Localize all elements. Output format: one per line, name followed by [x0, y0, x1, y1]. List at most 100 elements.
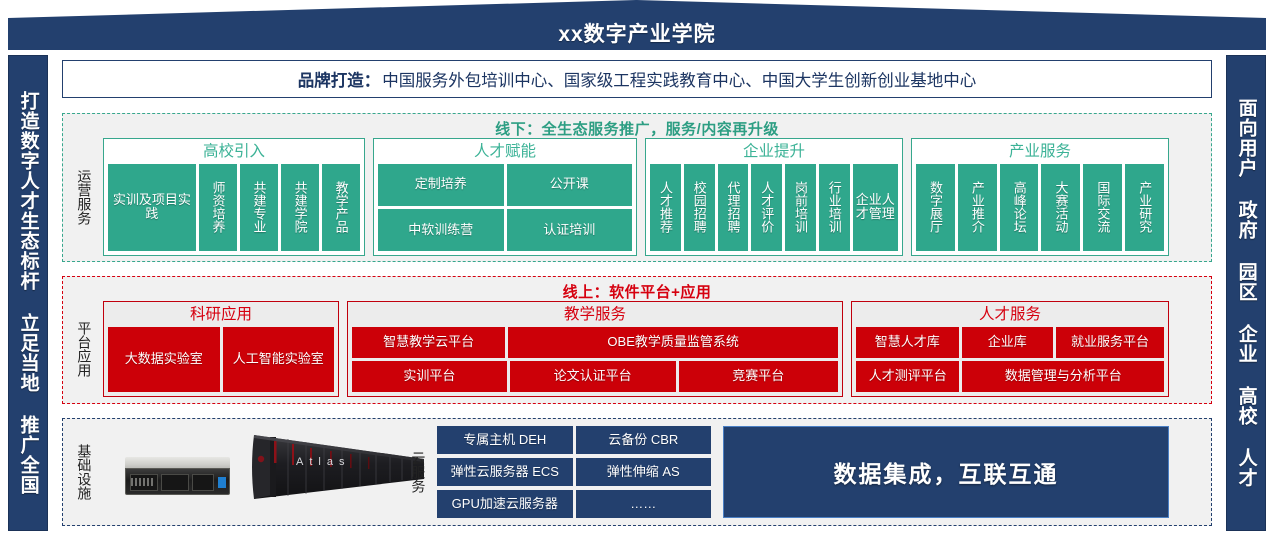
chip-lunwen-renzheng-pingtai[interactable]: 论文认证平台: [509, 360, 676, 392]
right-pillar: 面向用户 政府 园区 企业 高校 人才: [1226, 55, 1266, 531]
chip-gangqian-peixun[interactable]: 岗前培训: [785, 163, 816, 251]
panel-body: 实训及项目实践 师资培养 共建专业 共建学院 教学产品: [104, 163, 364, 256]
roof-header: xx数字产业学院: [8, 0, 1266, 50]
chip-qiyeku[interactable]: 企业库: [961, 326, 1054, 358]
chip-jingsai-pingtai[interactable]: 竞赛平台: [678, 360, 838, 392]
chip-row: 定制培养 公开课: [378, 163, 632, 206]
cloud-row: 弹性云服务器 ECS 弹性伸缩 AS: [437, 458, 711, 486]
chip-jiaoxue-chanpin[interactable]: 教学产品: [321, 163, 360, 251]
chip-xiaoyuan-zhaopin[interactable]: 校园招聘: [683, 163, 715, 251]
brand-banner: 品牌打造： 中国服务外包培训中心、国家级工程实践教育中心、中国大学生创新创业基地…: [62, 60, 1212, 98]
chip-daili-zhaopin[interactable]: 代理招聘: [717, 163, 749, 251]
vendor-logo-icon: [131, 478, 153, 486]
online-title: 线上：软件平台+应用: [562, 284, 712, 301]
chip-row: 智慧教学云平台 OBE教学质量监管系统: [352, 326, 838, 358]
chip-dashuju-shiyanshi[interactable]: 大数据实验室: [108, 326, 220, 392]
offline-band: 线下：全生态服务推广，服务/内容再升级 运营服务 高校引入 实训及项目实践 师资…: [62, 113, 1212, 262]
panel-title: 人才服务: [978, 306, 1041, 323]
panel-title: 产业服务: [1008, 143, 1071, 160]
online-band: 线上：软件平台+应用 平台应用 科研应用 大数据实验室 人工智能实验室 教学服务…: [62, 276, 1212, 404]
cloud-row: 专属主机 DEH 云备份 CBR: [437, 426, 711, 454]
panel-title: 科研应用: [189, 306, 252, 323]
svg-text:Atlas: Atlas: [296, 456, 350, 468]
chip-zhihui-rencaiku[interactable]: 智慧人才库: [856, 326, 959, 358]
online-row-label: 平台应用: [76, 321, 93, 377]
chip-as[interactable]: 弹性伸缩 AS: [575, 458, 711, 486]
panel-jiaoxue-fuwu: 教学服务 智慧教学云平台 OBE教学质量监管系统 实训平台 论文认证平台 竞赛平…: [347, 301, 843, 397]
drive-bay: [192, 474, 214, 491]
panel-body: 人才推荐 校园招聘 代理招聘 人才评价 岗前培训 行业培训 企业人才管理: [646, 163, 902, 256]
chip-rencai-tuijian[interactable]: 人才推荐: [650, 163, 681, 251]
offline-row-label: 运营服务: [76, 169, 93, 225]
chip-more[interactable]: ……: [575, 490, 711, 518]
center-column: 品牌打造： 中国服务外包培训中心、国家级工程实践教育中心、中国大学生创新创业基地…: [56, 55, 1218, 531]
page-title: xx数字产业学院: [558, 22, 716, 46]
chip-shizi-peiyang[interactable]: 师资培养: [198, 163, 237, 251]
chip-row: 智慧人才库 企业库 就业服务平台: [856, 326, 1164, 358]
chip-shuzi-zhanting[interactable]: 数字展厅: [916, 163, 955, 251]
chip-row: 中软训练营 认证培训: [378, 208, 632, 251]
rack-lid: [125, 457, 230, 469]
panel-keyan-yingyong: 科研应用 大数据实验室 人工智能实验室: [103, 301, 339, 397]
panel-body: 智慧人才库 企业库 就业服务平台 人才测评平台 数据管理与分析平台: [852, 326, 1168, 397]
panel-body: 大数据实验室 人工智能实验室: [104, 326, 338, 397]
chip-rencai-ceping-pingtai[interactable]: 人才测评平台: [856, 360, 960, 392]
panel-title: 教学服务: [563, 306, 626, 323]
chip-jiuye-fuwu-pingtai[interactable]: 就业服务平台: [1056, 326, 1164, 358]
chip-gpu-server[interactable]: GPU加速云服务器: [437, 490, 573, 518]
left-pillar-text: 打造数字人才生态标杆 立足当地 推广全国: [17, 91, 39, 495]
chip-shixun-pingtai[interactable]: 实训平台: [352, 360, 507, 392]
chip-chanye-tuijie[interactable]: 产业推介: [957, 163, 997, 251]
rack-face: [125, 468, 230, 495]
rack-server-icon: [125, 457, 230, 495]
chip-rengong-zhineng-shiyanshi[interactable]: 人工智能实验室: [222, 326, 334, 392]
brand-text: 中国服务外包培训中心、国家级工程实践教育中心、中国大学生创新创业基地中心: [382, 72, 977, 90]
chip-gongjian-xueyuan[interactable]: 共建学院: [280, 163, 319, 251]
cloud-service-grid: 专属主机 DEH 云备份 CBR 弹性云服务器 ECS 弹性伸缩 AS GPU加…: [437, 426, 711, 518]
roof-shape-icon: [8, 0, 1266, 50]
chip-dasai-huodong[interactable]: 大赛活动: [1041, 163, 1081, 251]
brand-label: 品牌打造：: [297, 72, 381, 90]
chip-zhihui-jiaoxue-yunpingtai[interactable]: 智慧教学云平台: [352, 326, 506, 358]
chip-zhongruan-xunlianying[interactable]: 中软训练营: [378, 208, 504, 251]
panel-title: 高校引入: [202, 143, 265, 160]
chip-chanye-yanjiu[interactable]: 产业研究: [1125, 163, 1164, 251]
chip-hangye-peixun[interactable]: 行业培训: [818, 163, 850, 251]
status-led-icon: [218, 477, 226, 488]
chip-qiye-rencai-guanli[interactable]: 企业人才管理: [852, 163, 899, 251]
panel-title: 人才赋能: [473, 143, 536, 160]
chip-ecs[interactable]: 弹性云服务器 ECS: [437, 458, 573, 486]
offline-title: 线下：全生态服务推广，服务/内容再升级: [495, 121, 779, 138]
chip-gongkaike[interactable]: 公开课: [506, 163, 632, 206]
chip-renzheng-peixun[interactable]: 认证培训: [506, 208, 632, 251]
left-pillar: 打造数字人才生态标杆 立足当地 推广全国: [8, 55, 48, 531]
chip-gongjian-zhuanye[interactable]: 共建专业: [239, 163, 278, 251]
panel-rencai-fuwu: 人才服务 智慧人才库 企业库 就业服务平台 人才测评平台 数据管理与分析平台: [851, 301, 1169, 397]
chip-obe-jiaoxue-zhiliang[interactable]: OBE教学质量监管系统: [508, 326, 838, 358]
infra-band: 基础设施: [62, 418, 1212, 526]
chip-gaofeng-luntan[interactable]: 高峰论坛: [999, 163, 1039, 251]
right-pillar-text: 面向用户 政府 园区 企业 高校 人才: [1235, 98, 1257, 488]
chip-row: 实训平台 论文认证平台 竞赛平台: [352, 360, 838, 392]
panel-body: 智慧教学云平台 OBE教学质量监管系统 实训平台 论文认证平台 竞赛平台: [348, 326, 842, 397]
drive-bay: [161, 474, 189, 491]
panel-body: 定制培养 公开课 中软训练营 认证培训: [374, 163, 636, 256]
panel-gaoxiao-yinru: 高校引入 实训及项目实践 师资培养 共建专业 共建学院 教学产品: [103, 138, 365, 256]
chip-shixun-xiangmu[interactable]: 实训及项目实践: [108, 163, 196, 251]
panel-rencai-funeng: 人才赋能 定制培养 公开课 中软训练营 认证培训: [373, 138, 637, 256]
panel-body: 数字展厅 产业推介 高峰论坛 大赛活动 国际交流 产业研究: [912, 163, 1168, 256]
chip-rencai-pingjia[interactable]: 人才评价: [751, 163, 782, 251]
panel-chanye-fuwu: 产业服务 数字展厅 产业推介 高峰论坛 大赛活动 国际交流 产业研究: [911, 138, 1169, 256]
chip-shuju-guanli-fenxi-pingtai[interactable]: 数据管理与分析平台: [962, 360, 1164, 392]
infra-row-label: 基础设施: [76, 444, 93, 500]
chip-guoji-jiaoliu[interactable]: 国际交流: [1083, 163, 1123, 251]
cloud-row: GPU加速云服务器 ……: [437, 490, 711, 518]
cloud-service-label: 云服务: [410, 451, 427, 493]
chip-deh[interactable]: 专属主机 DEH: [437, 426, 573, 454]
chip-dingzhi-peiyang[interactable]: 定制培养: [378, 163, 504, 206]
data-integration-banner: 数据集成，互联互通: [723, 426, 1169, 518]
chip-row: 人才测评平台 数据管理与分析平台: [856, 360, 1164, 392]
panel-title: 企业提升: [742, 143, 805, 160]
panel-qiye-tisheng: 企业提升 人才推荐 校园招聘 代理招聘 人才评价 岗前培训 行业培训 企业人才管…: [645, 138, 903, 256]
chip-cbr[interactable]: 云备份 CBR: [575, 426, 711, 454]
